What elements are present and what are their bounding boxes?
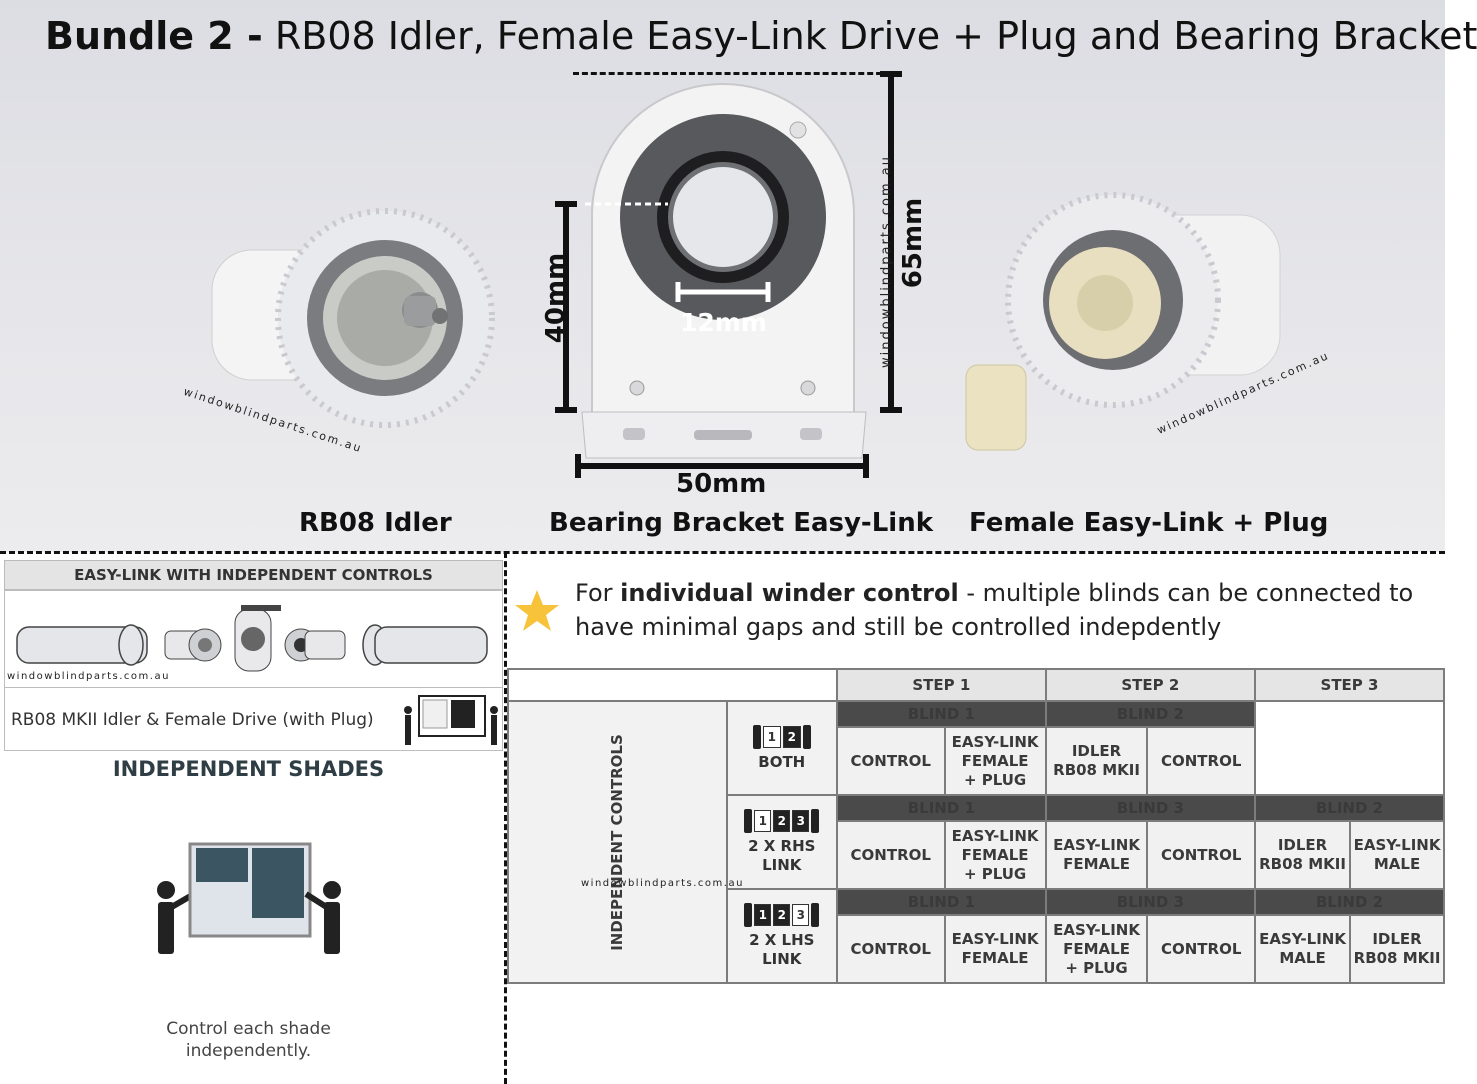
row1-blind-1: BLIND 1 — [835, 700, 1047, 728]
row2-cell: CONTROL — [1146, 820, 1256, 890]
measure-50mm: 50mm — [676, 469, 767, 499]
row-icon-both: 1 2 BOTH — [725, 700, 838, 796]
shades-caption-1: Control each shade — [166, 1019, 331, 1039]
watermark-table: windowblindparts.com.au — [581, 878, 744, 889]
vertical-divider — [504, 552, 507, 1084]
watermark-vertical: windowblindparts.com.au — [878, 155, 894, 368]
row-label-both: BOTH — [758, 752, 806, 771]
female-easy-link-image — [965, 192, 1281, 451]
row-label-rhs: 2 X RHS LINK — [748, 837, 816, 874]
icon-rhs: 1 2 3 — [728, 809, 836, 833]
row2-blind-1: BLIND 1 — [835, 794, 1047, 822]
page-title: Bundle 2 - RB08 Idler, Female Easy-Link … — [45, 14, 1477, 58]
row-icon-lhs: 1 2 3 2 X LHS LINK — [725, 888, 838, 984]
horizontal-divider — [0, 551, 1445, 554]
row3-blind-2: BLIND 2 — [1253, 888, 1446, 916]
top-dashed-line — [573, 72, 891, 75]
bearing-bracket-image — [581, 83, 867, 459]
row3-blind-1: BLIND 1 — [835, 888, 1047, 916]
row1-cell: CONTROL — [1146, 726, 1256, 796]
steps-table: STEP 1 STEP 2 STEP 3 INDEPENDENT CONTROL… — [507, 668, 1446, 984]
shade-icon — [404, 695, 498, 745]
caption-bracket: Bearing Bracket Easy-Link — [549, 508, 934, 538]
product-line-label: RB08 MKII Idler & Female Drive (with Plu… — [11, 710, 374, 730]
row1-cell: CONTROL — [835, 726, 946, 796]
icon-both: 1 2 — [728, 724, 836, 749]
row-label-lhs: 2 X LHS LINK — [749, 931, 815, 968]
step-2-header: STEP 2 — [1044, 668, 1256, 702]
measure-12mm: 12mm — [680, 308, 767, 337]
caption-idler: RB08 Idler — [299, 508, 452, 538]
intro-line-2: have minimal gaps and still be controlle… — [575, 613, 1222, 641]
caption-female: Female Easy-Link + Plug — [969, 508, 1329, 538]
row2-blind-3: BLIND 3 — [1044, 794, 1256, 822]
product-line-box: RB08 MKII Idler & Female Drive (with Plu… — [4, 687, 503, 751]
product-illustration — [211, 71, 1281, 478]
independent-shades-illustration — [157, 842, 341, 954]
easy-link-heading: EASY-LINK WITH INDEPENDENT CONTROLS — [4, 560, 503, 590]
star-icon — [515, 590, 559, 631]
step-3-header: STEP 3 — [1253, 668, 1446, 702]
row1-empty — [1253, 700, 1446, 796]
measure-65mm: 65mm — [898, 197, 929, 289]
shades-caption-2: independently. — [185, 1041, 312, 1061]
independent-controls-label: INDEPENDENT CONTROLS — [507, 700, 728, 984]
row2-cell: CONTROL — [835, 820, 946, 890]
row1-blind-2: BLIND 2 — [1044, 700, 1256, 728]
step-1-header: STEP 1 — [835, 668, 1047, 702]
row3-blind-3: BLIND 3 — [1044, 888, 1256, 916]
measure-40mm: 40mm — [541, 252, 572, 344]
independent-shades-title: INDEPENDENT SHADES — [112, 757, 385, 781]
watermark-diagram: windowblindparts.com.au — [7, 671, 170, 682]
icon-lhs: 1 2 3 — [728, 903, 836, 927]
row-icon-rhs: 1 2 3 2 X RHS LINK — [725, 794, 838, 890]
intro-line-1: For individual winder control - multiple… — [575, 579, 1414, 607]
row3-cell: CONTROL — [835, 914, 946, 984]
product-photo: Bundle 2 - RB08 Idler, Female Easy-Link … — [0, 0, 1477, 552]
row2-blind-2: BLIND 2 — [1253, 794, 1446, 822]
row3-cell: CONTROL — [1146, 914, 1256, 984]
easy-link-diagram — [16, 605, 488, 672]
rb08-idler-image — [211, 208, 495, 428]
easy-link-diagram-box: windowblindparts.com.au — [4, 590, 503, 688]
